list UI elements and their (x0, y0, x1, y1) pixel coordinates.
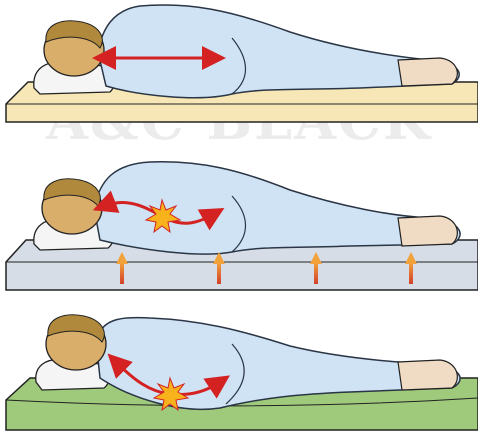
panel-too-hard (6, 162, 478, 290)
panel-ideal (6, 5, 478, 122)
feet (398, 58, 457, 86)
panel-too-soft (6, 315, 478, 430)
feet (398, 360, 457, 390)
feet (398, 216, 457, 246)
